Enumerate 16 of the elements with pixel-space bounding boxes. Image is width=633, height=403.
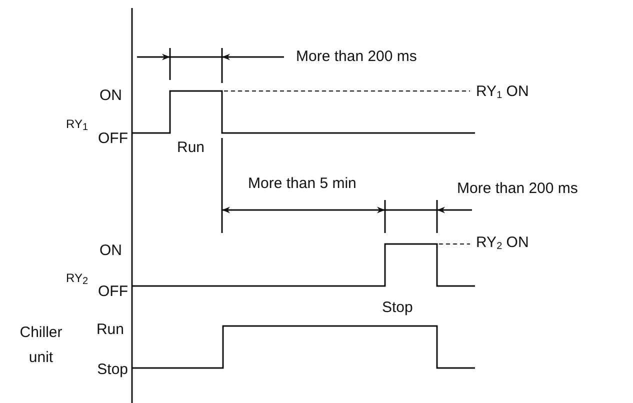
state-label: Run: [96, 321, 124, 339]
duration-label: More than 200 ms: [457, 180, 578, 198]
state-label: Stop: [382, 299, 413, 317]
duration-label: More than 200 ms: [296, 48, 417, 66]
state-label: RY$_{2}$ ON: [476, 234, 529, 252]
state-label: RY$_{1}$ ON: [476, 83, 529, 101]
state-label: OFF: [98, 283, 128, 301]
signal-name: Chiller unit: [18, 323, 64, 368]
state-label: Run: [177, 139, 205, 157]
state-label: ON: [100, 87, 122, 105]
state-label: ON: [100, 242, 122, 260]
signal-name: RY$_{1}$: [66, 116, 88, 133]
state-label: OFF: [98, 130, 128, 148]
state-label: Stop: [97, 361, 128, 379]
duration-label: More than 5 min: [248, 175, 356, 193]
signal-name: RY$_{2}$: [66, 270, 88, 287]
